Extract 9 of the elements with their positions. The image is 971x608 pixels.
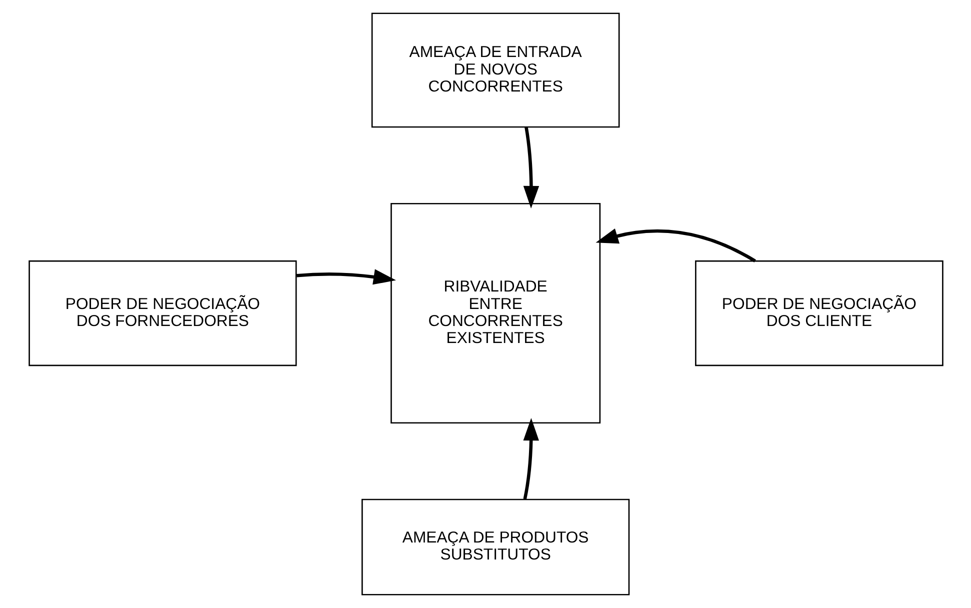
arrow	[522, 127, 539, 208]
node-box: PODER DE NEGOCIAÇÃO DOS FORNECEDORES	[28, 260, 296, 366]
node-box: PODER DE NEGOCIAÇÃO DOS CLIENTE	[694, 260, 943, 366]
node-box: RIBVALIDADE ENTRE CONCORRENTES EXISTENTES	[390, 202, 600, 424]
node-box: AMEAÇA DE PRODUTOS SUBSTITUTOS	[361, 498, 630, 596]
node-box: AMEAÇA DE ENTRADA DE NOVOS CONCORRENTES	[370, 12, 620, 128]
arrow	[296, 269, 396, 285]
arrow	[522, 418, 538, 500]
arrow	[595, 228, 756, 262]
